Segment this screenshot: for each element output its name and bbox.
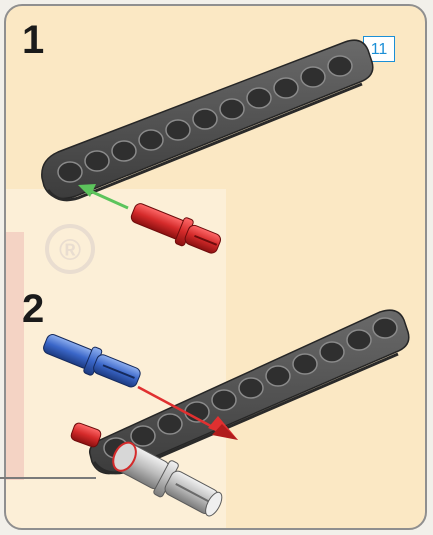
svg-text:®: ® — [59, 234, 81, 267]
step-1-red-pin — [130, 203, 222, 254]
insert-arrow-red — [137, 385, 238, 440]
step-2-blue-pin — [43, 334, 141, 388]
step-2-number: 2 — [22, 287, 45, 331]
step-2-beam — [88, 309, 410, 475]
step-2-grey-pin — [112, 441, 223, 517]
registered-mark-icon: ® — [45, 224, 95, 274]
divider-line — [0, 477, 96, 479]
step-2-inserted-red-pin — [70, 422, 102, 448]
step-1-beam — [41, 39, 374, 202]
step-1-number: 1 — [22, 18, 45, 62]
insert-arrow-green — [78, 184, 129, 210]
watermark-strip — [6, 232, 24, 480]
